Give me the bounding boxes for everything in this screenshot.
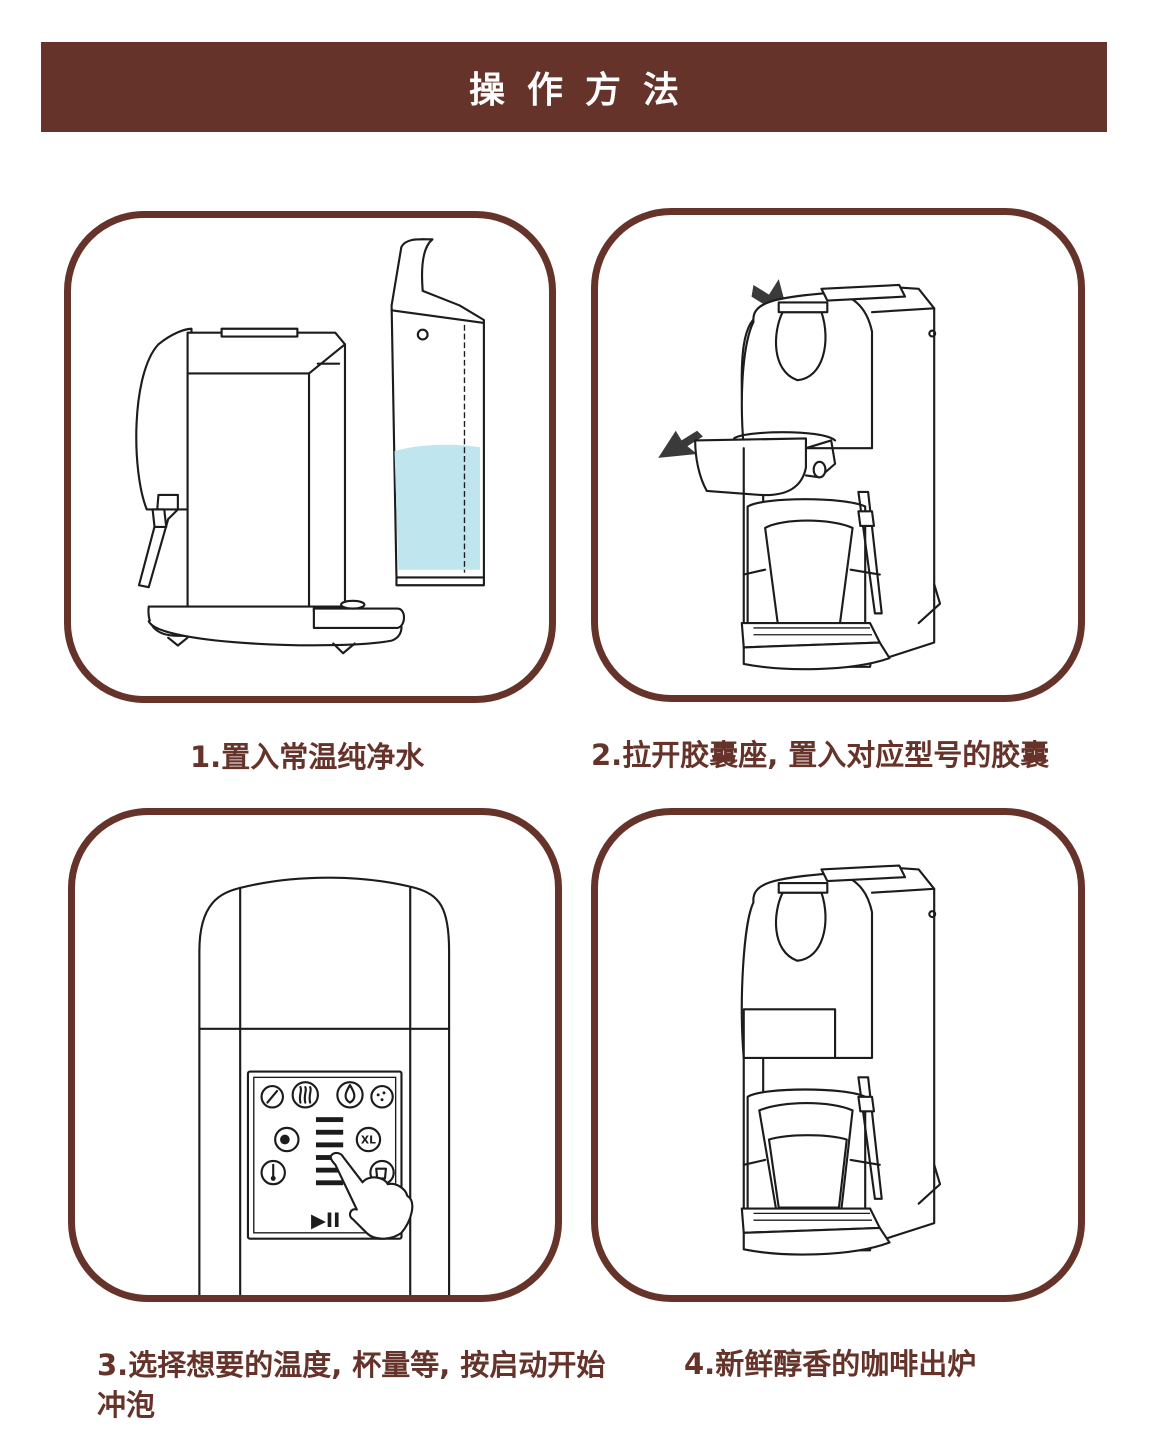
step-4-illustration <box>591 808 1085 1302</box>
step-1-illustration <box>64 211 556 703</box>
step-4-caption: 4.新鲜醇香的咖啡出炉 <box>684 1347 977 1381</box>
xl-cup-icon: XL <box>355 1126 382 1153</box>
step-3-illustration: XL ▶II <box>68 808 562 1302</box>
pointing-hand-icon <box>329 1151 414 1240</box>
decalcify-icon <box>260 1085 285 1109</box>
hot-water-icon <box>336 1081 364 1109</box>
step-2-caption: 2.拉开胶囊座, 置入对应型号的胶囊 <box>591 738 1050 772</box>
temperature-icon <box>260 1159 286 1186</box>
descale-dots-icon <box>370 1085 394 1109</box>
coffee-machine-with-water-tank-drawing <box>135 238 485 655</box>
brewed-coffee-drawing <box>740 864 942 1256</box>
play-pause-icon: ▶II <box>311 1209 340 1232</box>
steam-icon <box>291 1081 319 1109</box>
header-banner: 操作方法 <box>41 42 1107 132</box>
arrow-out-icon <box>658 430 703 458</box>
control-panel-drawing: XL ▶II <box>198 876 451 1295</box>
page-title: 操作方法 <box>468 70 701 111</box>
step-1-caption: 1.置入常温纯净水 <box>190 740 425 774</box>
cup-volume-level-indicator <box>315 1117 344 1186</box>
xl-label: XL <box>361 1133 376 1146</box>
coffee-strength-icon <box>274 1126 300 1153</box>
step-2-illustration <box>591 208 1085 702</box>
step-3-caption: 3.选择想要的温度, 杯量等, 按启动开始冲泡 <box>97 1348 606 1422</box>
open-capsule-holder-drawing <box>658 279 942 671</box>
